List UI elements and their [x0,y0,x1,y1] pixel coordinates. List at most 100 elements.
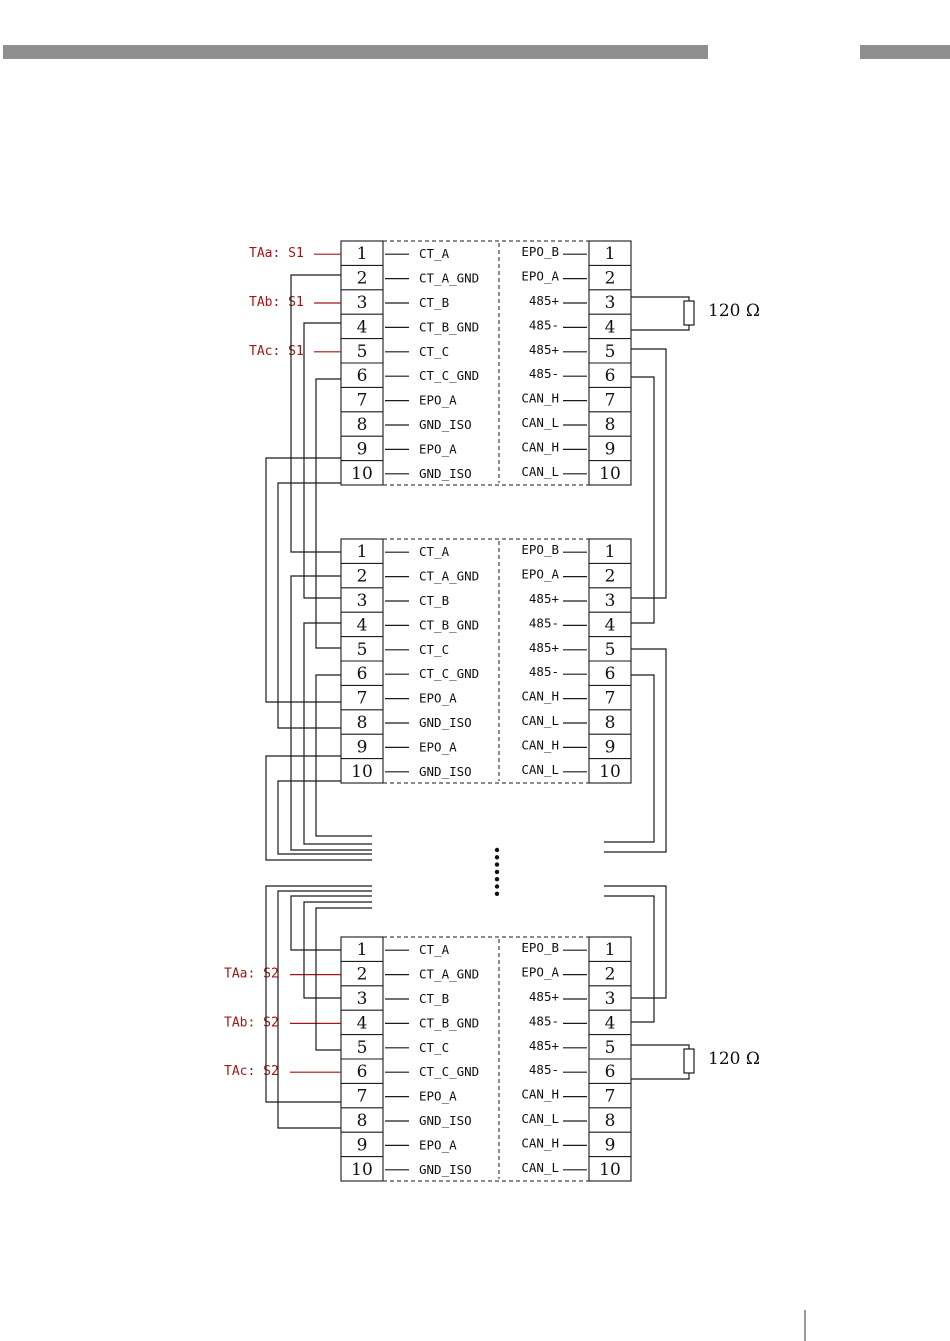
header-bar-right [860,45,950,59]
pin-number-right: 8 [605,713,616,733]
pin-number-right: 10 [599,762,621,782]
signal-left: CT_B [419,295,449,310]
pin-number-left: 3 [357,293,368,313]
pin-number-right: 7 [605,689,616,709]
pin-number-left: 6 [357,1062,368,1082]
pin-number-right: 9 [605,1135,616,1155]
pin-number-right: 10 [599,1160,621,1180]
pin-number-right: 7 [605,391,616,411]
pin-number-right: 3 [605,989,616,1009]
signal-left: GND_ISO [419,1162,472,1177]
ta-label: TAa: S1 [249,246,304,261]
signal-right: CAN_L [521,762,559,777]
ellipsis-dot [494,847,500,853]
signal-left: EPO_A [419,691,457,706]
signal-right: 485+ [529,1038,559,1053]
signal-left: EPO_A [419,393,457,408]
signal-left: CT_A_GND [419,967,479,982]
signal-right: 485+ [529,989,559,1004]
signal-left: CT_B_GND [419,319,479,334]
signal-right: 485+ [529,342,559,357]
pin-number-right: 2 [605,269,616,289]
signal-right: 485+ [529,591,559,606]
signal-left: GND_ISO [419,417,472,432]
signal-left: CT_C_GND [419,1064,479,1079]
signal-left: CT_B [419,593,449,608]
resistor-label-top: 120 Ω [708,301,760,321]
signal-right: EPO_B [521,940,559,955]
pin-number-left: 10 [351,464,373,484]
signal-right: 485- [529,317,559,332]
ta-label: TAa: S2 [224,967,279,982]
signal-left: EPO_A [419,739,457,754]
signal-left: GND_ISO [419,466,472,481]
signal-left: CT_A [419,246,450,261]
pin-number-left: 8 [357,415,368,435]
pin-number-right: 4 [605,1013,616,1033]
pin-number-left: 9 [357,1135,368,1155]
signal-left: CT_B [419,991,449,1006]
pin-number-right: 8 [605,415,616,435]
ellipsis-dot [494,884,500,889]
signal-right: CAN_H [521,689,559,704]
resistor-top [683,300,695,326]
signal-right: EPO_A [521,567,559,582]
signal-right: CAN_H [521,737,559,752]
signal-right: 485+ [529,293,559,308]
signal-right: CAN_L [521,1160,559,1175]
signal-left: GND_ISO [419,764,472,779]
header-bar-left [3,45,708,59]
signal-right: CAN_H [521,1135,559,1150]
signal-right: 485- [529,1013,559,1028]
ellipsis-dot [494,855,500,860]
inter-module-wiring [265,274,695,1129]
pin-number-left: 3 [357,989,368,1009]
pin-number-left: 4 [357,615,368,635]
signal-left: EPO_A [419,1089,457,1104]
pin-number-left: 4 [357,317,368,337]
ta-label: TAc: S1 [249,344,304,359]
signal-right: EPO_A [521,269,559,284]
signal-left: GND_ISO [419,1113,472,1128]
signal-right: CAN_L [521,415,559,430]
pin-number-left: 3 [357,591,368,611]
signal-right: 485- [529,664,559,679]
signal-left: CT_C_GND [419,368,479,383]
pin-number-left: 1 [357,542,368,562]
signal-left: CT_B_GND [419,617,479,632]
signal-right: EPO_A [521,965,559,980]
signal-left: CT_C [419,642,449,657]
pin-number-left: 7 [357,689,368,709]
pin-number-right: 2 [605,567,616,587]
signal-left: CT_A_GND [419,271,479,286]
pin-number-right: 6 [605,664,616,684]
pin-number-left: 6 [357,664,368,684]
pin-number-left: 6 [357,366,368,386]
signal-left: CT_C_GND [419,666,479,681]
pin-number-right: 4 [605,615,616,635]
pin-number-left: 8 [357,713,368,733]
pin-number-right: 9 [605,737,616,757]
signal-right: 485- [529,366,559,381]
continuation-ellipsis [494,847,500,896]
pin-number-left: 9 [357,737,368,757]
signal-left: CT_A_GND [419,569,479,584]
pin-number-left: 5 [357,1038,368,1058]
pin-number-right: 6 [605,366,616,386]
resistor-label-bottom: 120 Ω [708,1049,760,1069]
pin-number-left: 7 [357,1087,368,1107]
pin-number-left: 1 [357,244,368,264]
pin-number-right: 5 [605,1038,616,1058]
signal-right: CAN_H [521,391,559,406]
ta-label: TAb: S2 [224,1015,279,1030]
pin-number-right: 9 [605,439,616,459]
signal-right: 485+ [529,640,559,655]
signal-left: CT_A [419,544,450,559]
signal-right: CAN_H [521,1087,559,1102]
pin-number-left: 8 [357,1111,368,1131]
ellipsis-dot [494,891,500,896]
pin-number-right: 3 [605,591,616,611]
